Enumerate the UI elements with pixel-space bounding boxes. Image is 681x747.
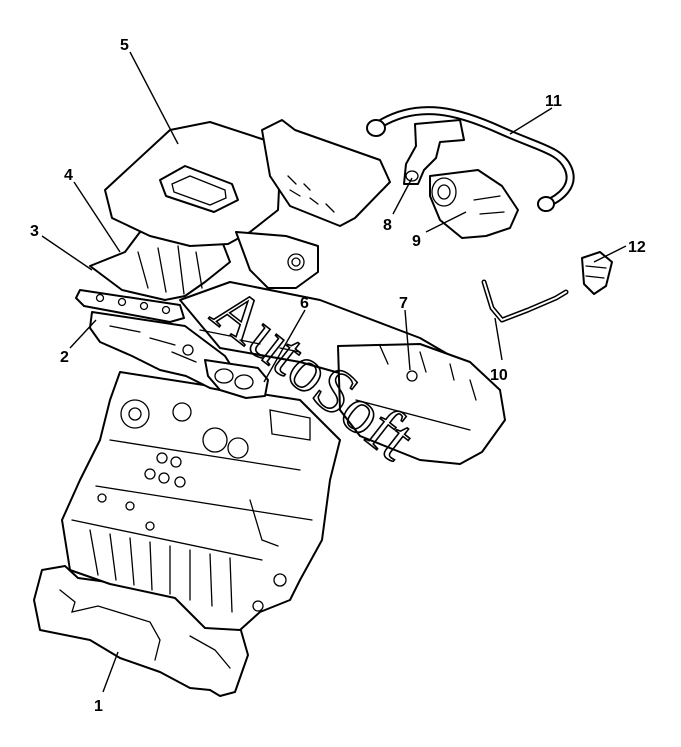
callout-1: 1 — [94, 698, 103, 715]
callout-10: 10 — [490, 367, 508, 384]
part-6-intake-gasket — [204, 359, 269, 399]
callout-7: 7 — [399, 295, 408, 312]
part-7-valve-cover — [337, 343, 506, 465]
part-12-valve — [581, 251, 613, 295]
part-11-hose — [366, 106, 575, 212]
part-2-exhaust-manifold — [89, 311, 241, 393]
part-8-bracket — [403, 119, 465, 185]
callout-11: 11 — [545, 93, 562, 110]
callout-3: 3 — [30, 223, 39, 240]
callout-4: 4 — [64, 167, 73, 184]
part-10-pipe — [481, 279, 569, 323]
callout-5: 5 — [120, 37, 129, 54]
callout-9: 9 — [412, 233, 421, 250]
callout-8: 8 — [383, 217, 392, 234]
part-3-manifold-gasket — [75, 289, 185, 323]
leader-lines — [41, 51, 627, 693]
engine-block — [61, 371, 341, 631]
callout-12: 12 — [628, 239, 646, 256]
callout-labels: 1 2 3 4 5 6 7 8 9 10 11 12 — [30, 37, 646, 715]
part-9-air-pump — [429, 169, 519, 239]
air-filter-housing — [235, 119, 391, 289]
callout-6: 6 — [300, 295, 309, 312]
part-5-engine-cover — [104, 121, 281, 247]
callout-2: 2 — [60, 349, 69, 366]
